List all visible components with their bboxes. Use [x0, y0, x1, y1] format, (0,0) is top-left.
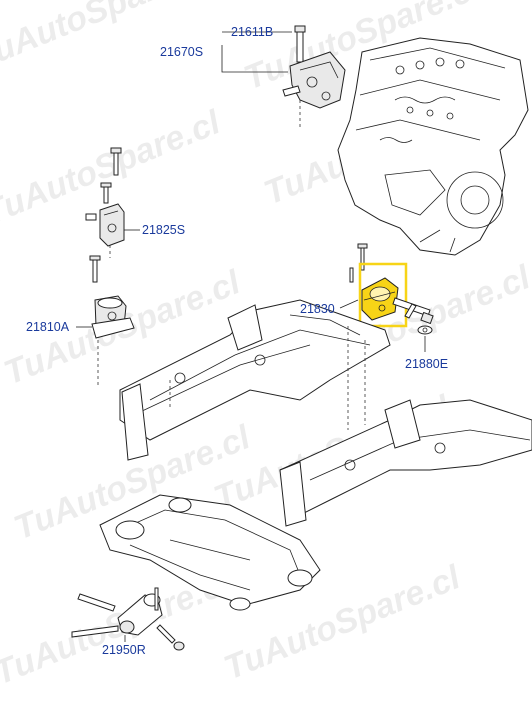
label-21810a[interactable]: 21810A	[26, 320, 70, 334]
subframe-crossmember	[99, 494, 321, 611]
bracket-21825s[interactable]	[85, 147, 125, 247]
bolt-21880e[interactable]	[404, 303, 433, 335]
assembly-guide-lines	[97, 100, 366, 430]
engine-block	[337, 37, 529, 256]
highlight-box	[358, 262, 408, 328]
engine-mount-bracket-21670s[interactable]	[282, 25, 346, 109]
label-21670s[interactable]: 21670S	[160, 45, 203, 59]
label-21825s[interactable]: 21825S	[142, 223, 185, 237]
roll-rod-21950r[interactable]	[71, 587, 185, 651]
transmission-mount-21830[interactable]	[349, 243, 434, 328]
label-21880e[interactable]: 21880E	[405, 357, 448, 371]
front-frame-rail-left	[119, 299, 391, 461]
label-21830[interactable]: 21830	[300, 302, 335, 316]
part-labels: 21611B 21670S 21825S 21830 21810A 21880E…	[26, 25, 448, 657]
front-frame-rail-right	[279, 399, 532, 527]
watermark: TuAutoSpare.cl	[0, 0, 217, 77]
label-21611b[interactable]: 21611B	[231, 25, 273, 39]
engine-mount-21810a[interactable]	[89, 255, 135, 339]
label-21950r[interactable]: 21950R	[102, 643, 146, 657]
callout-leaders	[76, 31, 426, 642]
